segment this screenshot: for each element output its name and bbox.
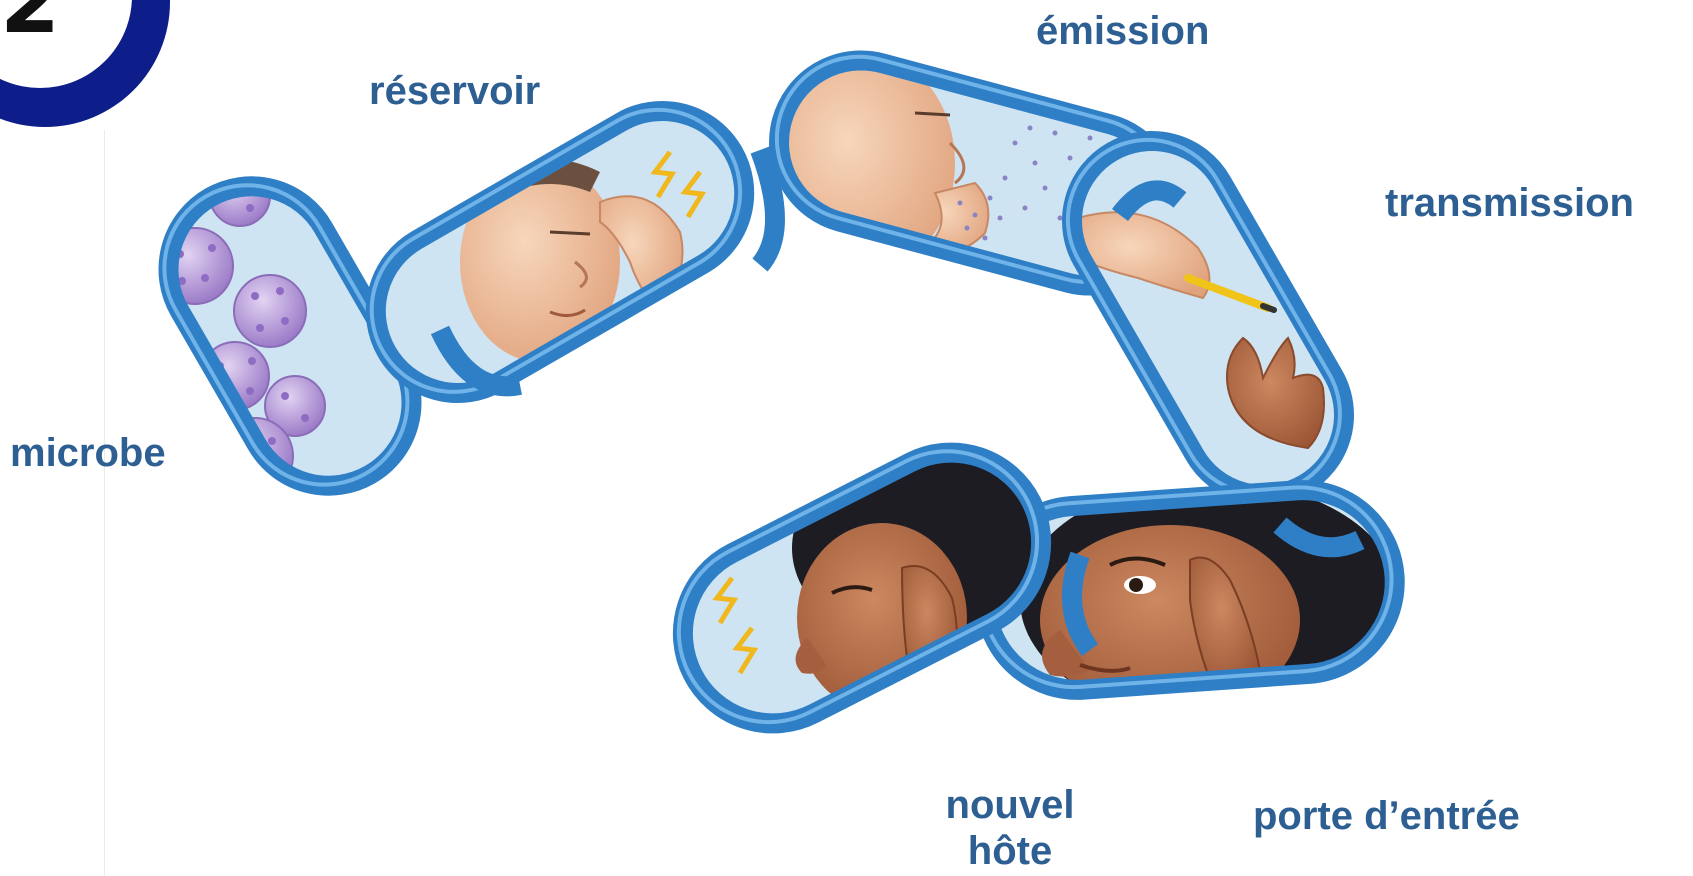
label-transmission: transmission xyxy=(1385,180,1634,226)
label-nouvel: nouvel xyxy=(930,782,1090,828)
label-emission: émission xyxy=(1036,8,1209,54)
label-microbe: microbe xyxy=(10,430,166,476)
label-porte-entree: porte d’entrée xyxy=(1253,793,1520,839)
badge-number: 2 xyxy=(0,0,60,53)
label-nouvel-hote: nouvel hôte xyxy=(930,782,1090,874)
number-badge: 2 xyxy=(0,0,170,127)
label-hote: hôte xyxy=(930,828,1090,874)
label-reservoir: réservoir xyxy=(369,68,540,114)
